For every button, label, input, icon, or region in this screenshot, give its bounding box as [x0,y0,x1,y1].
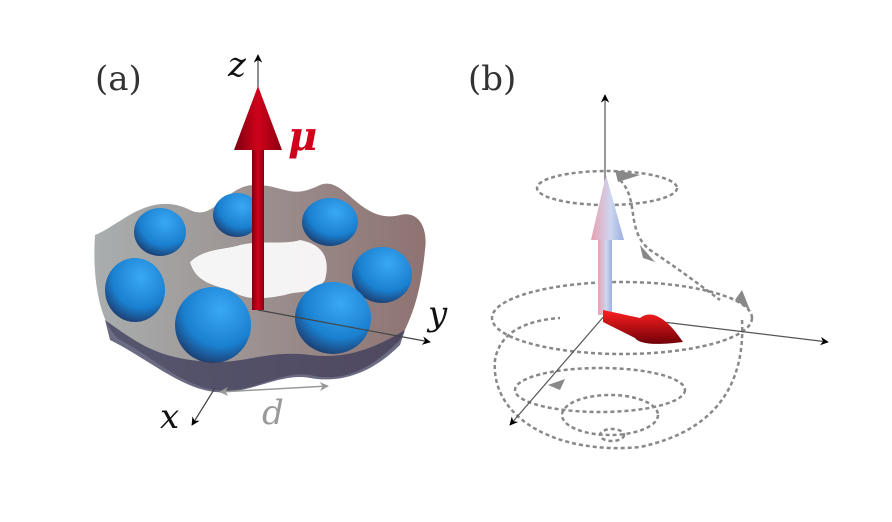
peak [134,208,186,256]
surface-front-edge [105,320,405,393]
panel-b: (b) [468,59,829,450]
z-axis-label: z [227,45,247,85]
peak [295,282,371,354]
dipole-shaft [252,148,264,310]
trajectory-direction-arrows [548,170,750,390]
tilted-vector [603,310,683,344]
vertical-vector-head [591,175,624,240]
peak [302,198,358,246]
y-axis-label: y [426,294,448,334]
peak [213,193,261,237]
panel-b-label: (b) [468,59,516,99]
vertical-vector-shaft [598,238,612,315]
peak [352,247,412,303]
spacing-arrow [219,381,329,397]
dipole-head [234,86,282,150]
peak [175,287,251,363]
y-axis [257,309,431,345]
potential-peaks [105,193,412,363]
panel-a-label: (a) [95,59,142,99]
dipole-label: μ [288,113,317,160]
precession-trajectory [490,169,754,450]
peak [105,258,165,322]
x-axis [191,387,216,426]
x-axis-label: x [160,397,179,437]
depth-axis [509,314,606,426]
panel-a: (a) z μ y x d [94,45,448,437]
spacing-label: d [262,393,284,433]
